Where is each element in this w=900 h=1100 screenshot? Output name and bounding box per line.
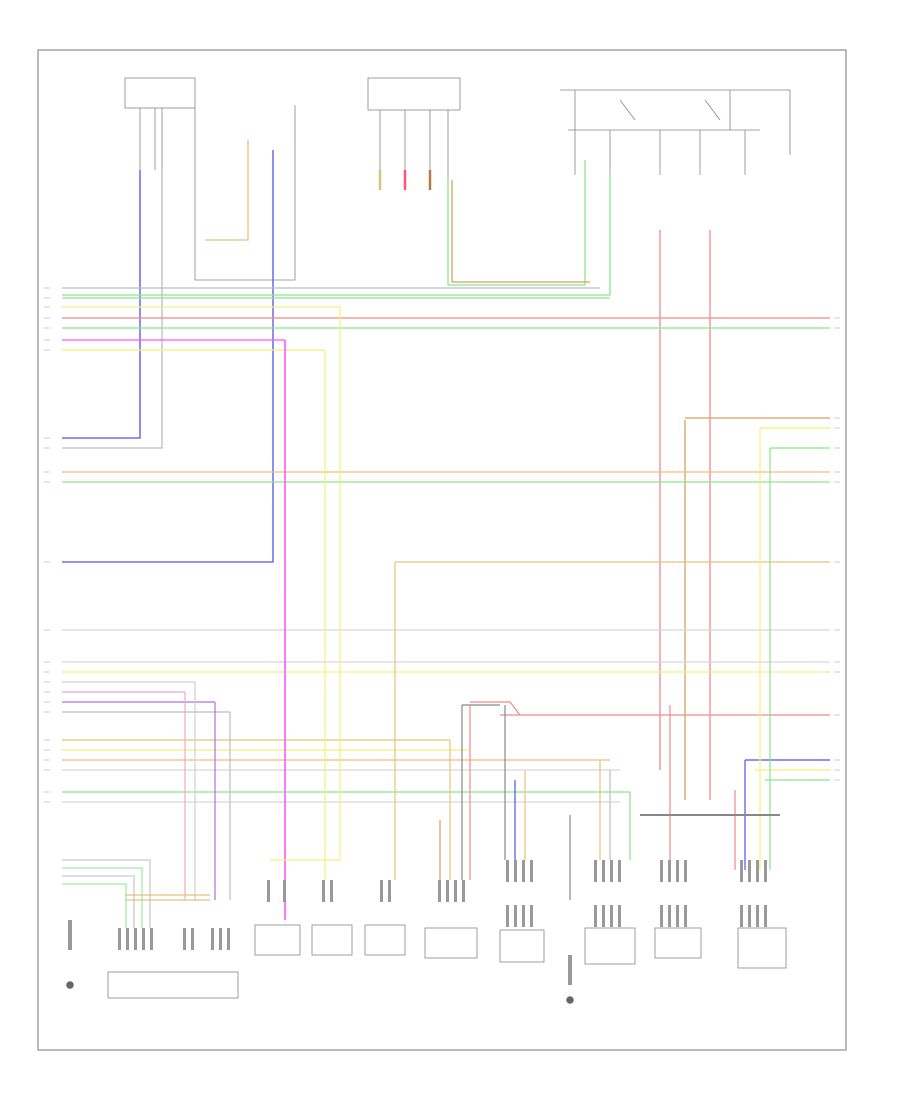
component-ecm bbox=[107, 971, 239, 999]
component-h bbox=[737, 927, 787, 969]
bottom-components bbox=[107, 924, 787, 999]
top-center-relay bbox=[367, 77, 461, 280]
wire-blue-right-feed bbox=[62, 150, 274, 563]
horizontal-bus-wires bbox=[62, 287, 830, 803]
ground-symbols bbox=[66, 981, 574, 1004]
component-d bbox=[424, 927, 478, 959]
wire-orange-relay bbox=[451, 180, 590, 283]
connector-pins bbox=[68, 860, 767, 985]
right-terminal-ticks bbox=[834, 317, 840, 781]
wire-blue-top bbox=[62, 170, 141, 439]
relay-connector-stubs bbox=[378, 170, 432, 190]
bottom-left-feeds bbox=[62, 859, 151, 928]
wire-gray-top bbox=[62, 170, 163, 449]
component-f bbox=[584, 927, 636, 965]
diagram-border bbox=[37, 49, 847, 1051]
component-a bbox=[254, 924, 301, 956]
component-g bbox=[654, 927, 702, 959]
wire-green-relay bbox=[447, 160, 586, 286]
component-e bbox=[499, 929, 545, 963]
wire-green-switch bbox=[62, 175, 611, 296]
component-c bbox=[364, 924, 406, 956]
top-feed-wires bbox=[62, 140, 711, 800]
wire-tan-feed bbox=[205, 140, 249, 241]
left-terminal-ticks bbox=[44, 287, 50, 803]
top-left-module bbox=[124, 77, 296, 281]
vertical-drop-wires bbox=[184, 307, 771, 920]
component-b bbox=[311, 924, 353, 956]
junction-segments bbox=[125, 701, 780, 901]
top-right-switch-block bbox=[560, 89, 791, 175]
